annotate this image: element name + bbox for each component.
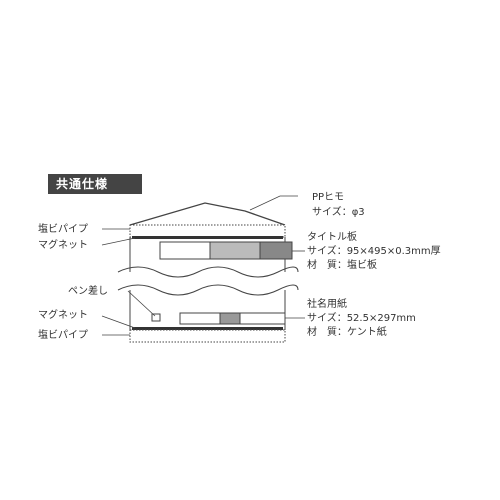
label-pen-holder: ペン差し — [68, 284, 108, 297]
break-wave-bottom — [117, 284, 299, 296]
name-paper-white — [179, 312, 221, 325]
title-plate-material: 材 質：塩ビ板 — [307, 258, 377, 271]
name-paper-light — [239, 312, 286, 325]
leader-magnet-bottom — [101, 315, 136, 329]
pp-string-name: PPヒモ — [312, 191, 344, 203]
leader-pp-string — [249, 195, 298, 211]
spec-header-badge: 共通仕様 — [48, 174, 142, 194]
break-wave-top — [117, 266, 299, 278]
name-paper-size: サイズ：52.5×297mm — [307, 311, 416, 324]
name-paper-name: 社名用紙 — [307, 297, 347, 310]
label-magnet-bottom: マグネット — [38, 308, 88, 321]
label-pipe-top: 塩ビパイプ — [38, 222, 88, 235]
label-magnet-top: マグネット — [38, 238, 88, 251]
name-paper-gray — [219, 312, 241, 325]
leader-magnet-top — [101, 237, 136, 246]
pen-holder — [151, 313, 161, 322]
title-plate-white — [159, 241, 211, 260]
leader-pen-holder — [127, 290, 156, 317]
top-pipe — [129, 224, 286, 238]
label-pipe-bottom: 塩ビパイプ — [38, 328, 88, 341]
title-plate-light — [209, 241, 261, 260]
top-magnet — [132, 236, 283, 239]
name-paper-material: 材 質：ケント紙 — [307, 325, 387, 338]
title-plate-dark — [259, 241, 293, 260]
title-plate-name: タイトル板 — [307, 230, 357, 243]
bottom-pipe — [129, 329, 286, 343]
bottom-magnet — [132, 327, 283, 330]
pp-string-size: サイズ：φ3 — [312, 205, 365, 218]
title-plate-size: サイズ：95×495×0.3mm厚 — [307, 244, 441, 257]
pp-string-line — [129, 202, 286, 226]
